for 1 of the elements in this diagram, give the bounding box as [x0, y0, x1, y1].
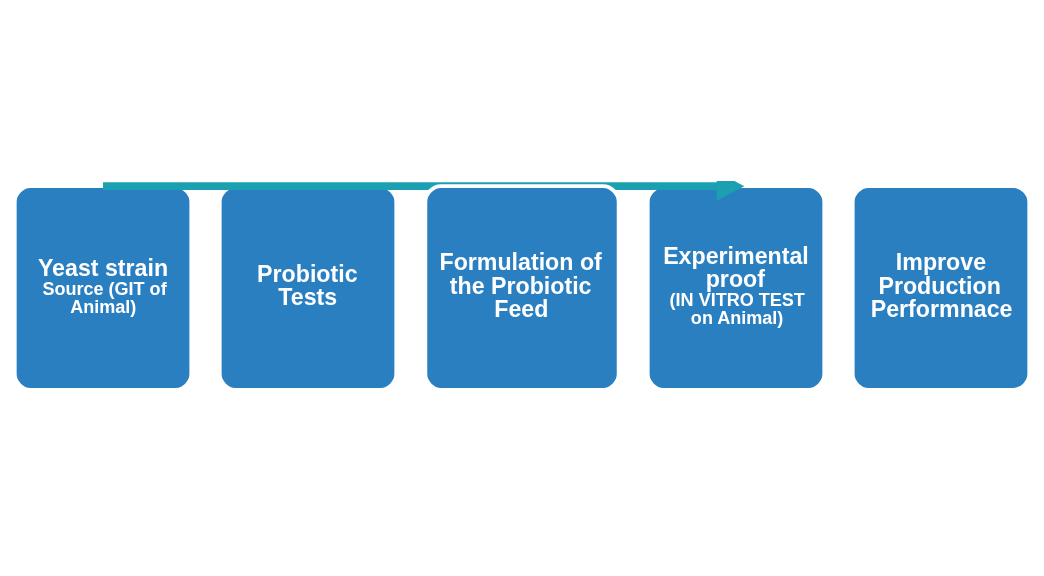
arrow [103, 181, 745, 201]
